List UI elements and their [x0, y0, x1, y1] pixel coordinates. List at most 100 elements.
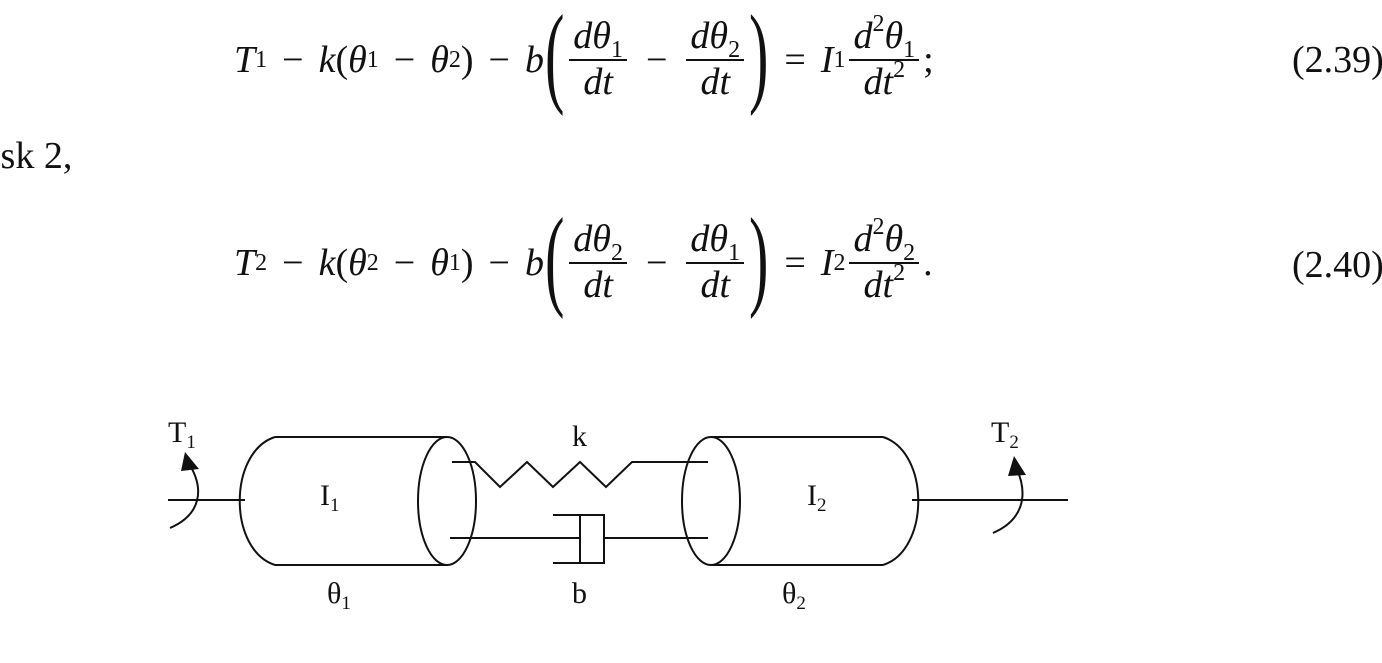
- torque-subscript: 2: [1009, 432, 1019, 453]
- inertia-subscript: 1: [330, 495, 340, 516]
- fraction-denominator: dt: [863, 61, 894, 103]
- minus-sign: −: [393, 39, 416, 81]
- big-close-paren: ): [749, 196, 769, 320]
- minus-sign: −: [645, 39, 668, 81]
- d-symbol: d: [853, 15, 873, 58]
- torque-symbol: T: [168, 416, 187, 449]
- fraction-dtheta-dt: dθ2 dt: [686, 15, 745, 103]
- fraction-bar: [569, 59, 627, 61]
- inertia-symbol: I: [320, 479, 330, 512]
- fraction-numerator: dθ: [573, 218, 611, 261]
- torque-subscript: 1: [186, 432, 196, 453]
- big-open-paren: (: [544, 196, 565, 320]
- theta-symbol: θ: [884, 218, 904, 261]
- inertia-symbol: I: [820, 242, 834, 284]
- body-text: isk 2,: [0, 135, 73, 177]
- fraction-denominator: dt: [700, 61, 730, 103]
- left-cylinder-face: [417, 436, 477, 566]
- fraction-bar: [686, 262, 745, 264]
- fraction-numerator-subscript: 1: [610, 37, 623, 64]
- damping-symbol: b: [524, 39, 544, 81]
- minus-sign: −: [488, 242, 510, 284]
- power-superscript: 2: [893, 260, 906, 286]
- fraction-dtheta-dt: dθ1 dt: [569, 15, 627, 103]
- fraction-bar: [686, 59, 745, 61]
- theta-symbol: θ: [348, 242, 367, 284]
- left-torque-arrowhead: [181, 452, 199, 471]
- fraction-numerator-subscript: 2: [610, 240, 623, 267]
- minus-sign: −: [282, 242, 304, 284]
- fraction-second-derivative: d2θ1 dt2: [849, 12, 920, 103]
- inertia-subscript: 2: [817, 495, 827, 516]
- fraction-denominator: dt: [583, 264, 613, 306]
- fraction-bar: [569, 262, 627, 264]
- equation-terminator: ;: [923, 39, 934, 81]
- equation-number: (2.40): [1292, 244, 1382, 286]
- fraction-numerator: dθ: [690, 218, 729, 261]
- theta-symbol: θ: [430, 39, 449, 81]
- big-close-paren: ): [749, 0, 769, 117]
- fraction-dtheta-dt: dθ1 dt: [686, 218, 745, 306]
- fraction-numerator-subscript: 1: [728, 240, 741, 267]
- d-symbol: d: [853, 218, 873, 261]
- left-torque-arrow: [169, 461, 200, 529]
- fraction-second-derivative: d2θ2 dt2: [849, 215, 920, 306]
- left-torque-label: T1: [168, 416, 196, 453]
- right-inertia-label: I2: [807, 479, 827, 516]
- power-superscript: 2: [872, 11, 885, 38]
- angle-symbol: θ: [327, 577, 342, 610]
- fraction-bar: [849, 262, 920, 264]
- left-angle-label: θ1: [327, 577, 351, 614]
- right-angle-label: θ2: [782, 577, 806, 614]
- fraction-denominator: dt: [583, 61, 613, 103]
- equals-sign: =: [784, 242, 806, 284]
- right-torque-arrowhead: [1008, 456, 1026, 476]
- fraction-dtheta-dt: dθ2 dt: [569, 218, 627, 306]
- torque-symbol: T: [234, 242, 256, 284]
- theta-subscript: 2: [903, 240, 916, 267]
- angle-subscript: 1: [341, 593, 351, 614]
- open-paren: (: [335, 242, 349, 284]
- damper-label: b: [572, 577, 587, 610]
- spring-label: k: [572, 420, 587, 453]
- fraction-bar: [849, 59, 920, 61]
- spring: [452, 460, 708, 489]
- close-paren: ): [460, 242, 474, 284]
- damping-symbol: b: [524, 242, 544, 284]
- angle-subscript: 2: [796, 593, 806, 614]
- power-superscript: 2: [872, 214, 885, 241]
- minus-sign: −: [393, 242, 416, 284]
- minus-sign: −: [645, 242, 668, 284]
- inertia-symbol: I: [807, 479, 817, 512]
- fraction-numerator: dθ: [573, 15, 611, 58]
- minus-sign: −: [488, 39, 510, 81]
- left-inertia-label: I1: [320, 479, 340, 516]
- power-superscript: 2: [893, 57, 906, 83]
- theta-symbol: θ: [884, 15, 904, 58]
- torque-symbol: T: [234, 39, 256, 81]
- equals-sign: =: [784, 39, 806, 81]
- open-paren: (: [335, 39, 349, 81]
- torque-symbol: T: [991, 416, 1010, 449]
- inertia-symbol: I: [820, 39, 834, 81]
- left-cylinder-body: [238, 436, 447, 566]
- equation-number: (2.39): [1292, 39, 1382, 81]
- angle-symbol: θ: [782, 577, 797, 610]
- stiffness-symbol: k: [318, 39, 336, 81]
- right-torque-label: T2: [991, 416, 1019, 453]
- big-open-paren: (: [544, 0, 565, 117]
- right-cylinder-face: [681, 436, 741, 566]
- minus-sign: −: [282, 39, 304, 81]
- fraction-numerator-subscript: 2: [728, 37, 741, 64]
- theta-subscript: 1: [903, 37, 916, 64]
- theta-symbol: θ: [430, 242, 449, 284]
- equation-terminator: .: [923, 242, 933, 284]
- fraction-denominator: dt: [863, 264, 894, 306]
- stiffness-symbol: k: [318, 242, 336, 284]
- theta-symbol: θ: [348, 39, 367, 81]
- fraction-numerator: dθ: [690, 15, 729, 58]
